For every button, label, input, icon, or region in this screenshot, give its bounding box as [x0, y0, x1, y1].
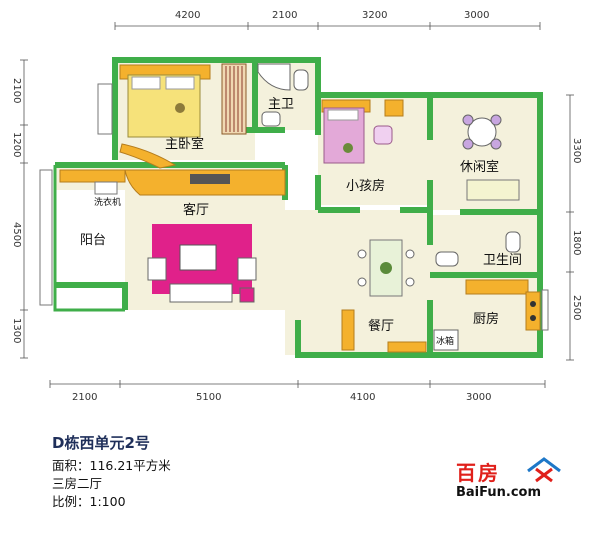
baifun-logo: 百房 BaiFun.com [456, 457, 576, 503]
unit-layout: 三房二厅 [52, 476, 103, 491]
label-kitchen: 厨房 [473, 311, 499, 327]
label-living-room: 客厅 [183, 202, 209, 218]
bathroom-fixtures [435, 231, 521, 267]
unit-area: 面积：116.21平方米 [52, 458, 171, 473]
dim-top-4: 3000 [464, 10, 489, 21]
dim-bottom-2: 5100 [196, 392, 221, 403]
leisure-room-furniture [462, 114, 520, 201]
dim-right-3: 2500 [571, 295, 582, 320]
unit-info: D栋西单元2号 面积：116.21平方米 三房二厅 比例：1:100 [52, 432, 171, 511]
dim-top-3: 3200 [362, 10, 387, 21]
label-kids-room: 小孩房 [346, 178, 385, 194]
dim-right-2: 1800 [571, 230, 582, 255]
logo-en: BaiFun.com [456, 485, 542, 500]
label-leisure-room: 休闲室 [460, 159, 499, 175]
label-fridge: 冰箱 [436, 335, 454, 347]
label-dining: 餐厅 [368, 318, 394, 334]
room-labels: 主卧室 主卫 小孩房 休闲室 客厅 阳台 洗衣机 卫生间 餐厅 厨房 冰箱 [80, 97, 522, 347]
dim-left-3: 4500 [11, 222, 22, 247]
label-master-bedroom: 主卧室 [165, 136, 204, 152]
unit-title: D栋西单元2号 [52, 434, 150, 452]
label-washer: 洗衣机 [94, 196, 121, 208]
living-room-furniture [59, 169, 286, 303]
kitchen-fixtures [433, 279, 541, 351]
dining-furniture [341, 239, 427, 353]
dim-right-1: 3300 [571, 138, 582, 163]
label-balcony: 阳台 [80, 233, 106, 248]
kids-room-furniture [321, 99, 404, 164]
dimension-lines [20, 22, 574, 388]
dim-left-2: 1200 [11, 132, 22, 157]
dim-left-1: 2100 [11, 78, 22, 103]
label-master-bath: 主卫 [268, 97, 294, 112]
dim-bottom-4: 3000 [466, 392, 491, 403]
windows [39, 83, 549, 331]
dim-bottom-1: 2100 [72, 392, 97, 403]
logo-cn: 百房 [456, 461, 500, 485]
house-icon [527, 457, 561, 483]
balcony-rail [53, 165, 125, 312]
dim-top-1: 4200 [175, 10, 200, 21]
master-bedroom-furniture [119, 63, 247, 169]
unit-scale: 比例：1:100 [52, 494, 126, 509]
dimension-labels: 4200 2100 3200 3000 2100 5100 4100 3000 … [11, 10, 582, 403]
dim-top-2: 2100 [272, 10, 297, 21]
label-bathroom: 卫生间 [483, 253, 522, 268]
dim-left-4: 1300 [11, 318, 22, 343]
master-bath-fixtures [257, 63, 309, 127]
dim-bottom-3: 4100 [350, 392, 375, 403]
